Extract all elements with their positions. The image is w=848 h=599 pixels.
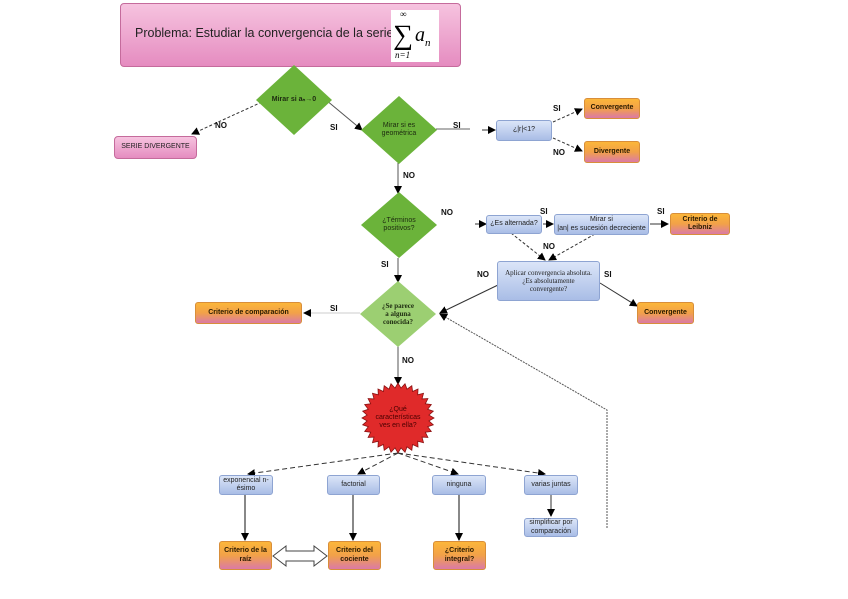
formula-term: an xyxy=(415,24,431,50)
edge-limite-si xyxy=(325,99,363,131)
double-arrow-raiz-cociente xyxy=(272,544,328,568)
convergente-label-2: Convergente xyxy=(644,308,687,316)
formula-term-sub: n xyxy=(425,37,431,49)
alternada-box: ¿Es alternada? xyxy=(486,215,542,234)
decision-positivos-label: ¿Términos positivos? xyxy=(382,216,416,232)
formula-lower: n=1 xyxy=(395,50,411,60)
decision-limite: Mirar si aₙ→0 xyxy=(256,65,332,135)
problem-title: Problema: Estudiar la convergencia de la… xyxy=(135,26,394,40)
edge-star-exponencial xyxy=(247,452,399,477)
ninguna-box: ninguna xyxy=(432,475,486,495)
simplificar-label: simplificar por comparación xyxy=(529,519,573,535)
decreciente-label-1: Mirar si xyxy=(590,216,613,224)
absoluta-box: Aplicar convergencia absoluta. ¿Es absol… xyxy=(497,261,600,301)
starburst-polygon xyxy=(361,382,435,454)
label-absoluta-no: NO xyxy=(477,270,489,279)
raiz-box: Criterio de la raíz xyxy=(219,541,272,570)
exponencial-box: exponencial n-ésimo xyxy=(219,475,273,495)
absoluta-label-2: ¿Es absolutamente convergente? xyxy=(522,276,575,294)
exponencial-label: exponencial n-ésimo xyxy=(223,476,269,492)
decision-se-parece-label: ¿Se parece a alguna conocida? xyxy=(382,301,414,327)
edge-decreciente-no xyxy=(548,233,596,261)
edge-return-loop xyxy=(439,313,608,528)
factorial-label: factorial xyxy=(341,480,366,488)
varias-juntas-label: varias juntas xyxy=(531,480,571,488)
cociente-box: Criterio del cociente xyxy=(328,541,381,570)
razon-box: ¿|r|<1? xyxy=(496,120,552,141)
label-razon-no: NO xyxy=(553,148,565,157)
series-formula: ∞ ∑ n=1 an xyxy=(391,9,439,62)
diamond-shape xyxy=(256,65,332,135)
starburst-shape xyxy=(361,382,435,454)
decision-geometrica: Mirar si es geométrica xyxy=(361,96,437,164)
divergente-box: Divergente xyxy=(584,141,640,163)
edge-absoluta-no xyxy=(439,284,499,314)
label-limite-si: SI xyxy=(330,123,338,132)
formula-upper: ∞ xyxy=(400,9,407,19)
edge-star-varias xyxy=(397,452,546,477)
diamond-shape xyxy=(360,281,436,347)
label-limite-no: NO xyxy=(215,121,227,130)
formula-term-base: a xyxy=(415,24,425,46)
edge-absoluta-si xyxy=(599,282,638,307)
integral-box: ¿Criterio integral? xyxy=(433,541,486,570)
label-parece-si: SI xyxy=(330,304,338,313)
serie-divergente-box: SERIE DIVERGENTE xyxy=(114,136,197,159)
diamond-shape xyxy=(361,192,437,258)
star-caracteristicas: ¿Qué características ves en ella? xyxy=(360,382,436,454)
label-decreciente-si: SI xyxy=(657,207,665,216)
decision-se-parece: ¿Se parece a alguna conocida? xyxy=(360,281,436,347)
decision-geometrica-label: Mirar si es geométrica xyxy=(381,121,417,137)
star-caracteristicas-label: ¿Qué características ves en ella? xyxy=(375,405,421,430)
convergente-label-1: Convergente xyxy=(590,104,634,112)
cociente-label: Criterio del cociente xyxy=(336,547,373,563)
factorial-box: factorial xyxy=(327,475,380,495)
diamond-shape xyxy=(361,96,437,164)
convergente-box-1: Convergente xyxy=(584,98,640,119)
decision-limite-label: Mirar si aₙ→0 xyxy=(271,95,317,103)
comparacion-box: Criterio de comparación xyxy=(195,302,302,324)
edge-star-ninguna xyxy=(397,452,459,476)
convergente-box-2: Convergente xyxy=(637,302,694,324)
label-absoluta-si: SI xyxy=(604,270,612,279)
comparacion-label: Criterio de comparación xyxy=(208,308,289,316)
raiz-label: Criterio de la raíz xyxy=(224,547,267,563)
leibniz-label: Criterio de Leibniz xyxy=(682,215,718,231)
divergente-label: Divergente xyxy=(593,147,631,155)
problem-title-box: Problema: Estudiar la convergencia de la… xyxy=(120,3,461,67)
label-positivos-no: NO xyxy=(441,208,453,217)
decision-positivos: ¿Términos positivos? xyxy=(361,192,437,258)
integral-label: ¿Criterio integral? xyxy=(444,547,475,563)
label-alternada-si: SI xyxy=(540,207,548,216)
edge-alternada-no xyxy=(510,232,546,261)
decreciente-label-2: |an| es sucesión decreciente xyxy=(557,224,646,232)
ninguna-label: ninguna xyxy=(446,480,472,488)
edge-razon-si xyxy=(552,108,583,123)
serie-divergente-label: SERIE DIVERGENTE xyxy=(121,143,190,151)
label-razon-si: SI xyxy=(553,104,561,113)
label-parece-no: NO xyxy=(402,356,414,365)
label-geometrica-no: NO xyxy=(403,171,415,180)
sigma-symbol: ∑ xyxy=(393,20,413,51)
absoluta-label-1: Aplicar convergencia absoluta. xyxy=(505,268,592,277)
edge-limite-no xyxy=(191,101,263,135)
label-positivos-si: SI xyxy=(381,260,389,269)
simplificar-box: simplificar por comparación xyxy=(524,518,578,537)
edge-razon-no xyxy=(552,137,583,152)
label-geometrica-si: SI xyxy=(453,121,461,130)
alternada-label: ¿Es alternada? xyxy=(490,220,538,228)
razon-label: ¿|r|<1? xyxy=(512,126,536,134)
varias-juntas-box: varias juntas xyxy=(524,475,578,495)
leibniz-box: Criterio de Leibniz xyxy=(670,213,730,235)
decreciente-box: Mirar si |an| es sucesión decreciente xyxy=(554,214,649,235)
label-alt-dec-no: NO xyxy=(543,242,555,251)
